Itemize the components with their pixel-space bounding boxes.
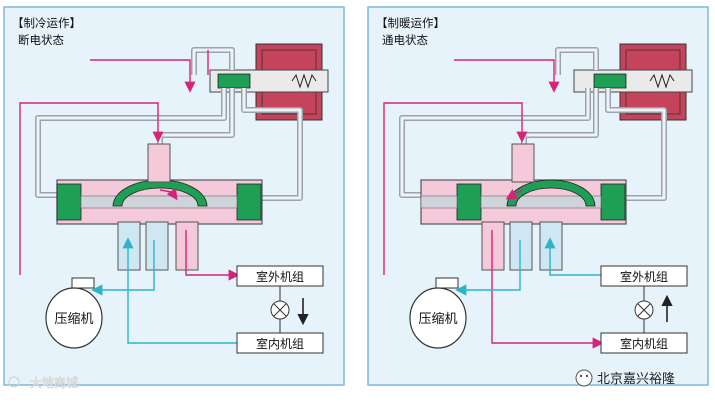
pilot-slider xyxy=(217,73,251,89)
expansion-valve-icon xyxy=(634,300,654,320)
spring-icon xyxy=(291,73,317,89)
compressor-label: 压缩机 xyxy=(54,311,93,327)
brand-text: 北京嘉兴裕隆 xyxy=(597,372,675,387)
outdoor-unit-label: 室外机组 xyxy=(620,269,668,284)
wechat-icon xyxy=(575,369,593,387)
brand-badge: 北京嘉兴裕隆 xyxy=(575,369,675,387)
state-title: 通电状态 xyxy=(382,33,428,47)
indoor-unit-label: 室内机组 xyxy=(620,336,668,351)
state-title: 断电状态 xyxy=(18,33,64,47)
compressor: 压缩机 xyxy=(45,277,103,349)
left-piston xyxy=(456,183,482,221)
compressor: 压缩机 xyxy=(409,277,467,349)
compressor-label: 压缩机 xyxy=(418,311,457,327)
slide-seal xyxy=(112,179,208,207)
outdoor-unit-box: 室外机组 xyxy=(600,265,688,287)
bottom-ports xyxy=(117,221,199,271)
indoor-unit-label: 室内机组 xyxy=(256,336,304,351)
watermark: 大地商城 xyxy=(8,375,78,390)
right-piston xyxy=(236,183,262,221)
heating-panel: 【制暖运作】 通电状态 xyxy=(367,6,709,386)
spring-icon xyxy=(649,73,675,89)
slide-seal xyxy=(506,179,596,207)
valve-body xyxy=(420,143,627,225)
bottom-ports xyxy=(481,221,563,271)
outdoor-unit-label: 室外机组 xyxy=(256,269,304,284)
discharge-port xyxy=(511,143,535,183)
valve-body xyxy=(56,143,263,225)
indoor-unit-box: 室内机组 xyxy=(236,332,324,354)
pilot-slider xyxy=(593,73,627,89)
indoor-unit-box: 室内机组 xyxy=(600,332,688,354)
expansion-valve-icon xyxy=(270,300,290,320)
flow-lines xyxy=(19,50,240,344)
discharge-port xyxy=(147,143,171,183)
mode-title: 【制暖运作】 xyxy=(376,16,445,30)
flow-lines xyxy=(383,59,604,349)
watermark-text: 大地商城 xyxy=(30,375,78,390)
outdoor-unit-box: 室外机组 xyxy=(236,265,324,287)
left-piston xyxy=(56,183,82,221)
right-piston xyxy=(600,183,626,221)
mode-title: 【制冷运作】 xyxy=(12,16,81,30)
cooling-panel: 【制冷运作】 断电状态 xyxy=(3,6,345,386)
